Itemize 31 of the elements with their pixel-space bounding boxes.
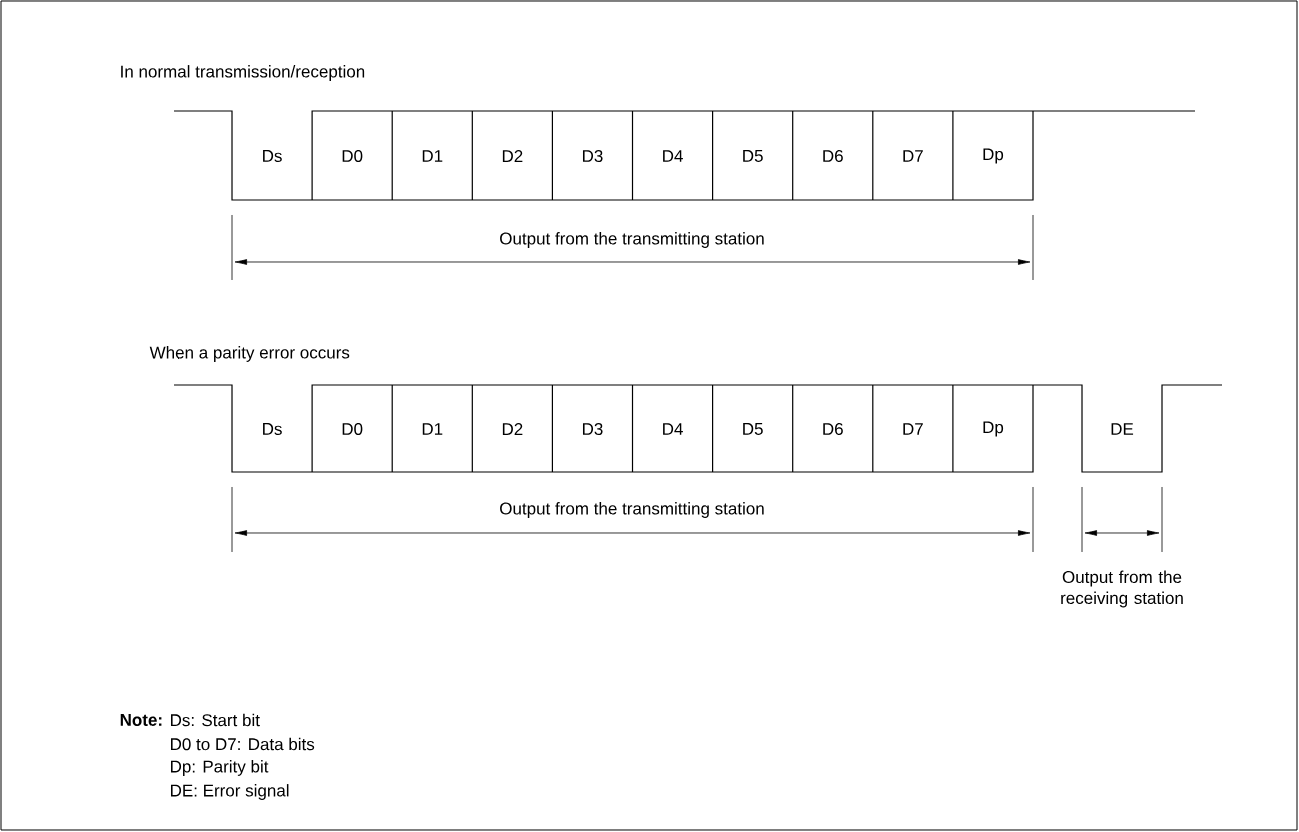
bit-label: D1 <box>422 150 443 162</box>
bit-label: D4 <box>663 423 683 435</box>
section-heading: When a parity error occurs <box>149 346 350 362</box>
bit-label: Dp <box>983 148 1004 164</box>
bit-label: D5 <box>743 423 763 435</box>
note-text: DE: Error signal <box>171 784 289 800</box>
bit-label: D7 <box>903 150 923 162</box>
note-text: D0 to D7: Data bits <box>171 737 315 751</box>
bit-label: Ds <box>263 150 282 162</box>
bit-label: DE <box>1111 423 1134 435</box>
note-label: Note: <box>120 714 162 726</box>
note-text: Dp: Parity bit <box>171 760 269 776</box>
bit-label: D6 <box>823 150 843 162</box>
section-heading: In normal transmission/reception <box>121 65 365 81</box>
bit-label: Dp <box>983 421 1004 437</box>
bit-label: D0 <box>342 423 363 435</box>
bit-label: D3 <box>583 150 603 162</box>
bit-label: D5 <box>743 150 763 162</box>
dimension-label: Output from the transmitting station <box>500 232 764 248</box>
bit-label: D1 <box>422 423 443 435</box>
bit-label: D3 <box>583 423 603 435</box>
bit-label: D2 <box>502 150 523 162</box>
dimension-label: Output from the transmitting station <box>500 502 764 518</box>
bit-label: D2 <box>502 423 523 435</box>
bit-label: D4 <box>663 150 683 162</box>
bit-label: D0 <box>342 150 363 162</box>
note-text: Ds: Start bit <box>171 713 260 727</box>
bit-label: D6 <box>823 423 843 435</box>
dimension-label: Output from the receiving station <box>1061 570 1183 608</box>
bit-label: D7 <box>903 423 923 435</box>
bit-label: Ds <box>263 423 282 435</box>
